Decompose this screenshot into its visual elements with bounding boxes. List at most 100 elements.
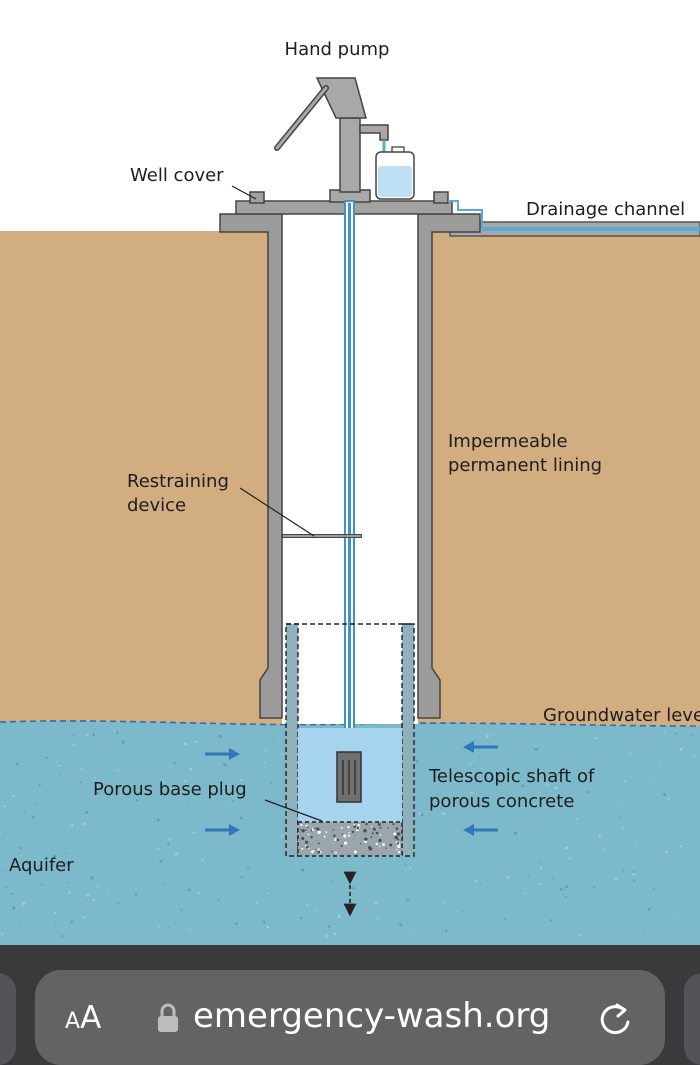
label-restraining-line2: device — [127, 495, 186, 516]
aquifer-speckle — [524, 892, 527, 895]
aquifer-speckle — [664, 731, 666, 734]
aquifer-speckle — [444, 930, 448, 933]
plug-grain — [353, 823, 356, 826]
next-tab-edge[interactable] — [684, 973, 700, 1065]
plug-grain — [378, 838, 382, 843]
aquifer-speckle — [263, 920, 266, 924]
hand-pump-well-diagram: Hand pump Well cover Drainage channel Im… — [0, 39, 700, 945]
plug-grain — [375, 842, 378, 846]
aquifer-speckle — [128, 886, 130, 888]
aquifer-speckle — [552, 877, 554, 879]
aquifer-speckle — [168, 838, 172, 841]
pump-handle-fill — [275, 86, 328, 150]
plug-grain — [340, 826, 343, 829]
plug-grain — [305, 824, 308, 827]
aquifer-speckle — [337, 914, 341, 918]
plug-grain — [382, 843, 385, 846]
label-aquifer: Aquifer — [9, 855, 74, 876]
aquifer-speckle — [398, 923, 402, 927]
aquifer-speckle — [57, 745, 59, 747]
aquifer-speckle — [565, 885, 569, 888]
aquifer-speckle — [173, 761, 176, 764]
plug-grain — [389, 843, 393, 847]
aquifer-speckle — [34, 803, 37, 806]
aquifer-speckle — [460, 746, 462, 748]
plug-grain — [317, 830, 321, 835]
aquifer-speckle — [272, 737, 274, 740]
plug-grain — [336, 838, 340, 842]
aquifer-speckle — [664, 850, 668, 854]
plug-grain — [364, 837, 368, 841]
drainage-water — [482, 227, 700, 231]
aquifer-speckle — [0, 831, 2, 834]
aquifer-speckle — [136, 799, 139, 802]
aquifer-speckle — [521, 784, 525, 788]
plug-grain — [340, 844, 343, 847]
aquifer-speckle — [81, 767, 84, 770]
plug-grain — [372, 827, 376, 831]
aquifer-speckle — [621, 826, 624, 829]
aquifer-speckle — [332, 932, 337, 936]
aquifer-speckle — [92, 733, 95, 736]
aquifer-speckle — [581, 855, 583, 857]
aquifer-speckle — [117, 901, 120, 904]
plug-grain — [377, 822, 381, 827]
aquifer-speckle — [266, 925, 269, 929]
label-groundwater-level: Groundwater level — [543, 705, 700, 726]
plug-grain — [306, 845, 309, 849]
address-bar[interactable]: A A emergency-wash.org — [35, 970, 665, 1065]
aquifer-speckle — [183, 742, 187, 746]
reader-mode-button[interactable]: A A — [65, 1000, 101, 1036]
aquifer-speckle — [255, 901, 258, 905]
aquifer-speckle — [176, 829, 179, 831]
plug-grain — [315, 827, 317, 830]
plug-grain — [396, 832, 401, 836]
aquifer-speckle — [352, 887, 355, 890]
aquifer-speckle — [299, 916, 303, 919]
plug-grain — [313, 828, 315, 830]
well-cover-lip-left — [249, 191, 265, 204]
plug-grain — [392, 823, 395, 826]
url-text[interactable]: emergency-wash.org — [193, 996, 551, 1036]
aquifer-speckle — [167, 926, 170, 929]
aquifer-speckle — [41, 883, 44, 886]
aquifer-speckle — [690, 734, 693, 737]
aquifer-speckle — [61, 935, 64, 938]
aquifer-speckle — [141, 859, 144, 861]
aquifer-speckle — [116, 769, 119, 772]
aquifer-speckle — [180, 908, 183, 912]
aquifer-speckle — [632, 872, 636, 876]
aquifer-speckle — [85, 733, 89, 737]
aquifer-speckle — [187, 805, 189, 807]
aquifer-speckle — [614, 877, 618, 881]
aquifer-speckle — [217, 899, 220, 902]
aquifer-speckle — [474, 879, 478, 883]
aquifer-speckle — [464, 920, 466, 922]
aquifer-speckle — [550, 919, 553, 922]
pump-spout — [359, 124, 389, 141]
aquifer-speckle — [20, 924, 22, 926]
plug-grain — [359, 843, 362, 845]
aquifer-speckle — [121, 740, 125, 744]
previous-tab-edge[interactable] — [0, 973, 16, 1065]
aquifer-speckle — [12, 794, 15, 797]
aquifer-speckle — [72, 743, 76, 747]
aquifer-speckle — [82, 821, 87, 826]
aquifer-speckle — [374, 901, 378, 905]
plug-grain — [348, 834, 351, 837]
label-shaft-line2: porous concrete — [429, 791, 574, 812]
aquifer-speckle — [647, 907, 651, 911]
plug-grain — [310, 829, 313, 832]
plug-grain — [311, 850, 314, 854]
aquifer-speckle — [534, 747, 538, 751]
reload-icon[interactable] — [595, 1000, 635, 1040]
plug-grain — [317, 842, 320, 845]
aquifer-speckle — [433, 760, 435, 762]
aquifer-speckle — [480, 854, 482, 856]
aquifer-speckle — [676, 915, 679, 917]
aquifer-speckle — [70, 824, 74, 827]
aquifer-speckle — [540, 891, 542, 893]
reader-mode-small-a: A — [65, 1009, 81, 1034]
aquifer-speckle — [192, 831, 194, 834]
aquifer-speckles — [0, 731, 695, 939]
